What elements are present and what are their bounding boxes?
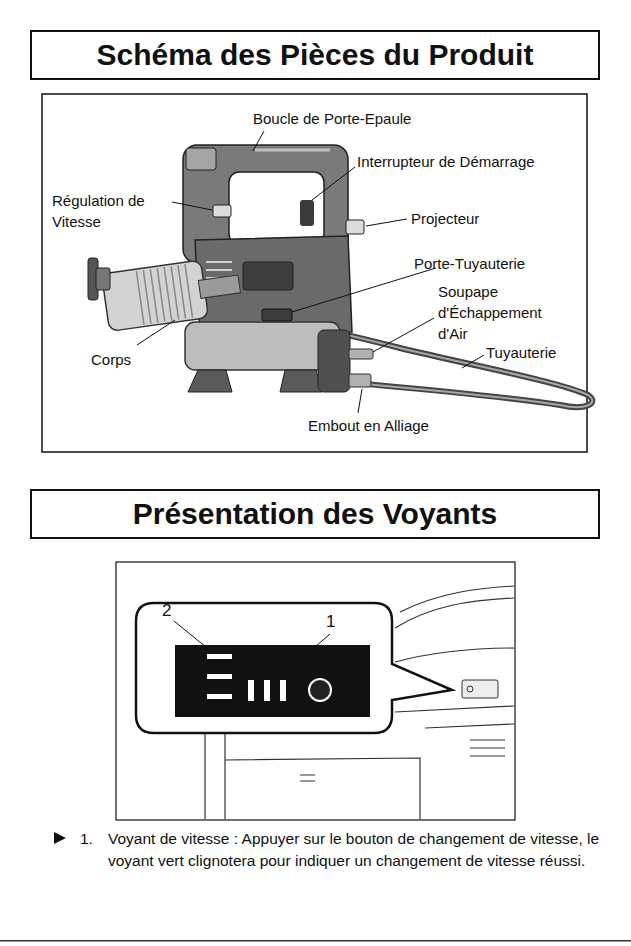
housing-sketch xyxy=(425,724,514,728)
part-label: Régulation de Vitesse xyxy=(52,190,170,232)
part-label: Interrupteur de Démarrage xyxy=(357,151,535,172)
trigger xyxy=(300,200,314,226)
cartridge-tube xyxy=(157,268,165,321)
description-text: Voyant de vitesse : Appuyer sur le bouto… xyxy=(108,828,608,872)
foot xyxy=(188,370,232,392)
heading-box: Schéma des Pièces du Produit xyxy=(30,30,600,80)
part-label: Porte-Tuyauterie xyxy=(414,253,525,274)
housing-sketch xyxy=(300,775,315,781)
heading-text: Schéma des Pièces du Produit xyxy=(89,37,542,73)
leader-lines xyxy=(253,131,264,151)
cartridge-tube xyxy=(185,264,193,317)
heading-text: Présentation des Voyants xyxy=(125,496,506,532)
air-valve xyxy=(349,349,373,359)
handle-opening xyxy=(229,172,324,244)
callout-leaders xyxy=(174,621,330,672)
barrel xyxy=(185,322,340,370)
nozzle xyxy=(96,268,110,290)
callout-number: 2 xyxy=(162,600,171,621)
indicator-lights xyxy=(248,680,254,701)
indicator-lights xyxy=(280,680,286,701)
housing-indicator-dot xyxy=(467,686,473,692)
hose-holder xyxy=(262,309,292,321)
housing-sketch xyxy=(470,740,505,756)
cartridge-tube xyxy=(143,270,151,323)
battery-cap xyxy=(186,148,216,170)
leader-lines xyxy=(292,268,436,312)
cartridge-tube xyxy=(178,265,186,318)
list-number: 1. xyxy=(80,828,93,850)
indicator-lights xyxy=(264,680,270,701)
housing-sketch xyxy=(395,706,514,712)
indicator-lights xyxy=(207,654,286,701)
motor-body xyxy=(195,236,352,336)
part-label: Soupape d'Échappement d'Air xyxy=(438,281,560,344)
foot xyxy=(280,370,322,392)
callout-bubble xyxy=(136,603,452,733)
leader-lines xyxy=(312,167,355,200)
housing-sketch xyxy=(395,598,514,628)
housing-sketch xyxy=(204,733,205,819)
bullet-triangle xyxy=(54,832,66,844)
callout-leaders xyxy=(174,621,212,652)
vents xyxy=(206,261,232,263)
page-rule xyxy=(0,940,631,942)
body-panel xyxy=(243,262,293,290)
leader-lines xyxy=(172,202,212,210)
shoulder-loop xyxy=(255,149,330,152)
cartridge-tube xyxy=(198,275,240,298)
speed-button-icon xyxy=(309,679,331,701)
callout-leaders xyxy=(286,634,330,672)
housing-sketch xyxy=(224,733,225,819)
indicator-lights xyxy=(207,654,232,659)
cartridge-tube xyxy=(136,271,144,324)
cartridge-tube xyxy=(171,266,179,319)
end-cap xyxy=(318,330,350,392)
work-light xyxy=(346,220,364,234)
part-label: Boucle de Porte-Epaule xyxy=(253,108,411,129)
indicator-frame xyxy=(116,562,515,820)
leader-lines xyxy=(137,320,175,345)
alloy-tip xyxy=(349,374,371,387)
cartridge-tube xyxy=(101,260,208,331)
leader-lines xyxy=(358,389,362,413)
part-label: Embout en Alliage xyxy=(308,415,429,436)
leader-lines xyxy=(366,219,407,226)
indicator-panel xyxy=(175,645,370,717)
part-label: Tuyauterie xyxy=(486,342,556,363)
cartridge-tube xyxy=(101,255,243,331)
speed-button xyxy=(213,205,231,217)
housing-sketch xyxy=(395,648,514,662)
grease-gun-illustration xyxy=(88,145,592,407)
vents xyxy=(206,269,232,271)
cartridge-tube xyxy=(150,269,158,322)
housing-sketch xyxy=(400,586,514,612)
cartridge-tube xyxy=(164,267,172,320)
indicator-lights xyxy=(207,674,232,679)
cartridge-tube xyxy=(136,264,192,324)
part-label: Corps xyxy=(91,349,131,370)
leader-lines xyxy=(462,355,484,368)
housing-indicator xyxy=(462,680,498,698)
indicator-lights xyxy=(207,694,232,699)
part-label: Projecteur xyxy=(411,208,479,229)
leader-lines xyxy=(373,318,434,352)
housing-sketch xyxy=(225,758,420,819)
heading-box: Présentation des Voyants xyxy=(30,489,600,539)
callout-number: 1 xyxy=(326,611,335,632)
